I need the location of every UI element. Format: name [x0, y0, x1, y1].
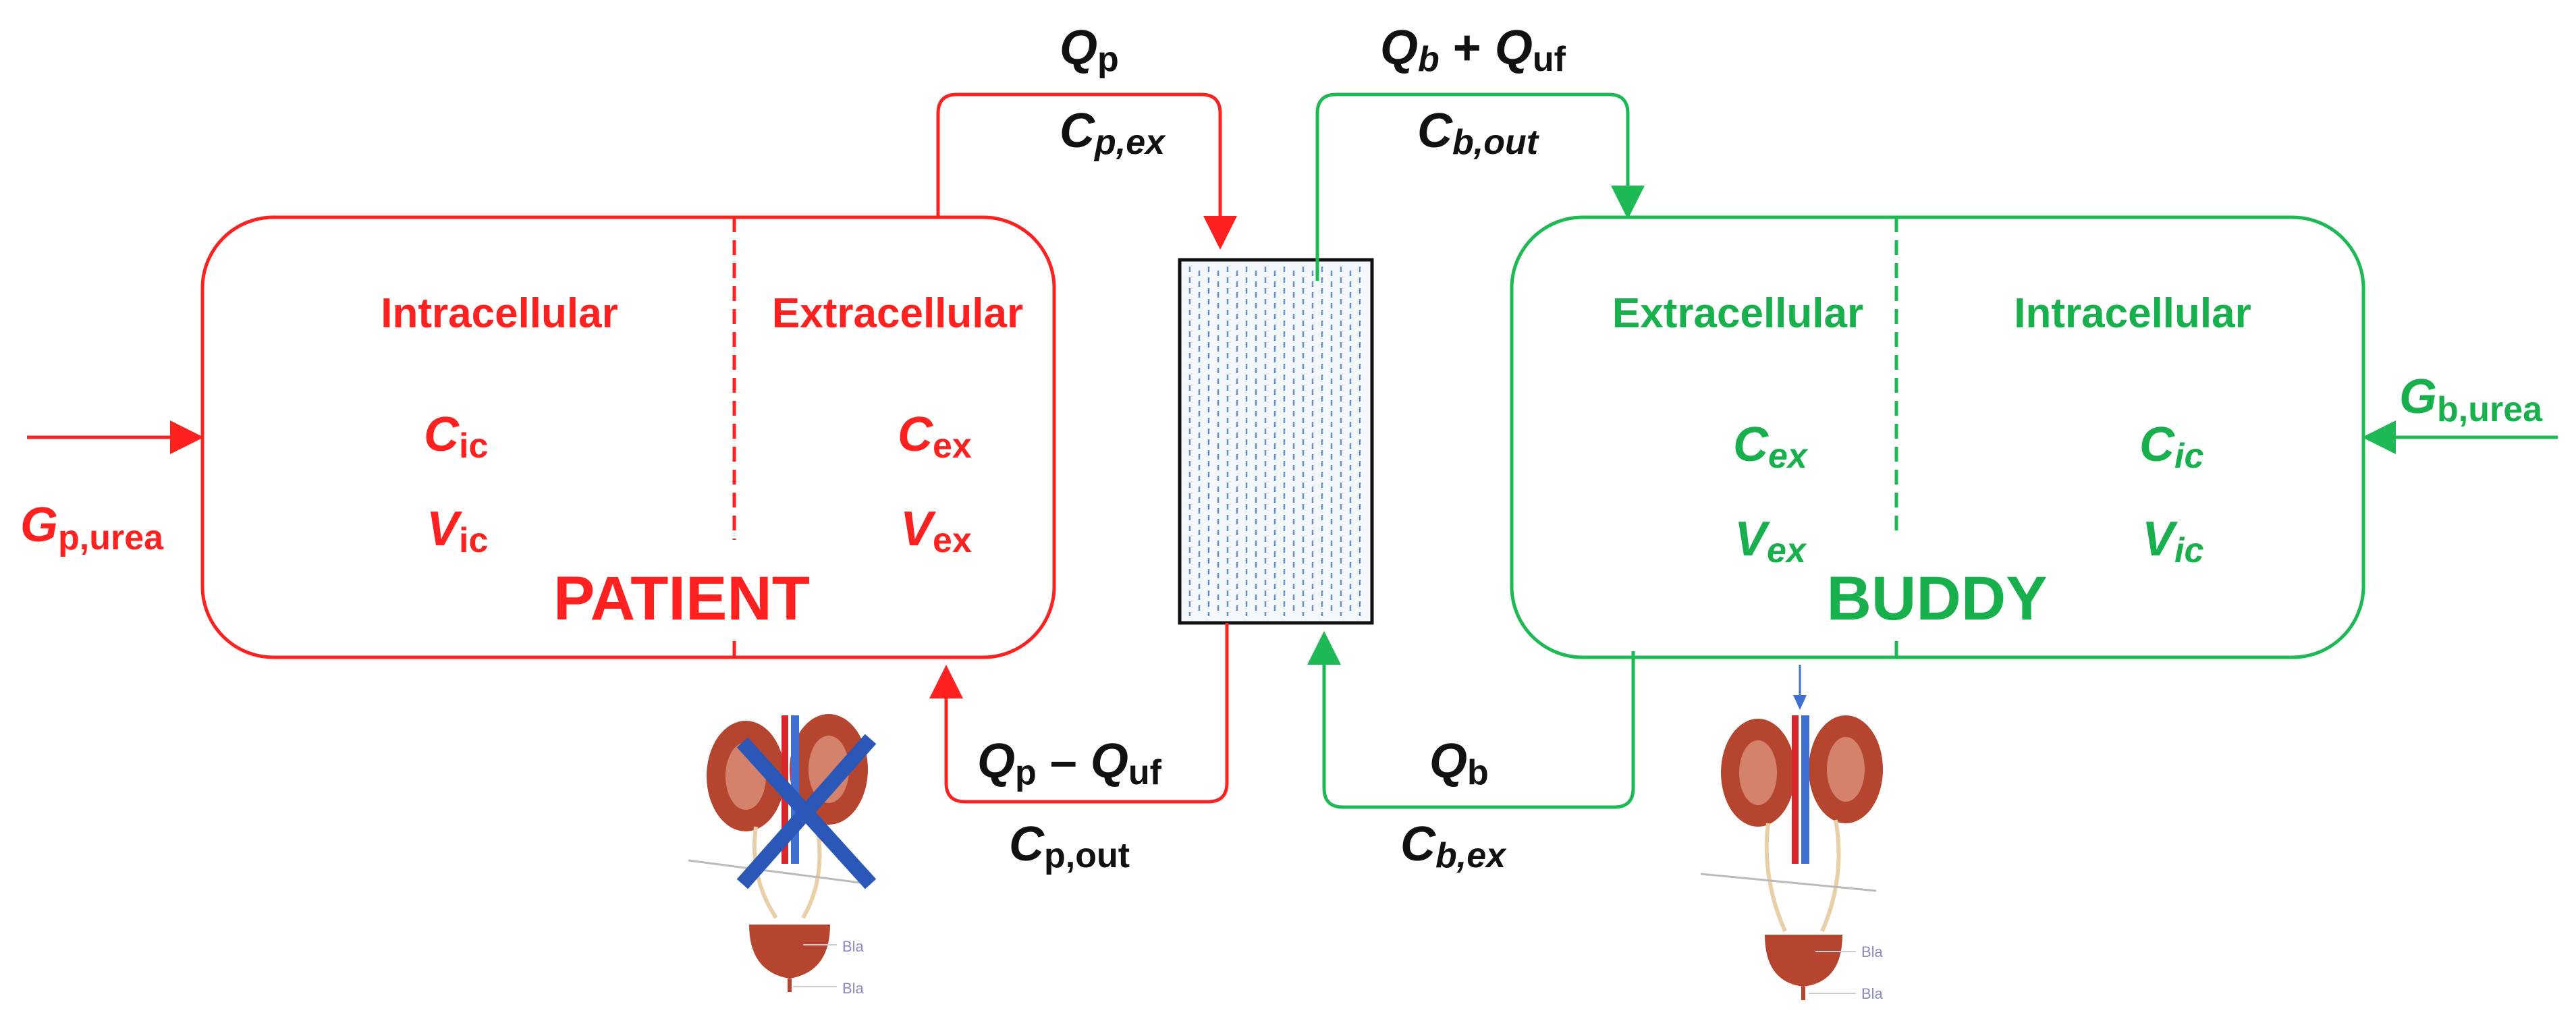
patient-c-ic: Cic	[424, 408, 488, 466]
dialyzer	[1178, 258, 1374, 625]
patient-v-ex: Vex	[900, 502, 972, 560]
flow-dialyzer-to-buddy	[1315, 92, 1645, 281]
buddy-compartment: Extracellular Intracellular Cex Vex Cic …	[1510, 215, 2365, 659]
buddy-intracellular-label: Intracellular	[2014, 290, 2251, 337]
buddy-bladder-label-lower: Bla	[1861, 985, 1884, 1002]
flow-label-qp-quf: Qp – Quf	[977, 734, 1162, 792]
patient-v-ic: Vic	[427, 502, 488, 560]
flow-label-cbex: Cb,ex	[1400, 817, 1507, 875]
patient-name: PATIENT	[553, 564, 810, 633]
patient-c-ex: Cex	[898, 408, 972, 466]
dialyzer-body	[1178, 258, 1374, 625]
buddy-c-ic: Cic	[2139, 418, 2203, 476]
kidneys-icon: Bla Bla	[1700, 665, 1884, 1002]
kidneys-crossed-icon: Bla Bla	[688, 714, 877, 997]
flow-label-qb-quf: Qb + Quf	[1380, 21, 1566, 79]
flow-label-cpex: Cp,ex	[1060, 104, 1166, 162]
buddy-generation-label: Gb,urea	[2399, 370, 2543, 429]
flow-label-cbout: Cb,out	[1417, 104, 1540, 162]
flow-dialyzer-to-patient	[929, 623, 1229, 804]
buddy-name: BUDDY	[1826, 564, 2047, 633]
buddy-v-ic: Vic	[2142, 512, 2203, 570]
patient-intracellular-label: Intracellular	[381, 290, 618, 337]
flow-buddy-to-dialyzer	[1307, 631, 1635, 809]
patient-bladder-label-upper: Bla	[842, 938, 865, 955]
flow-label-qp-top: Qp	[1060, 21, 1119, 79]
flow-patient-to-dialyzer	[936, 92, 1237, 250]
patient-compartment: Intracellular Extracellular Cic Vic Cex …	[200, 215, 1056, 659]
flow-label-cpout: Cp,out	[1009, 817, 1130, 875]
flow-label-qb-bottom: Qb	[1429, 734, 1489, 792]
buddy-c-ex: Cex	[1733, 418, 1809, 476]
patient-extracellular-label: Extracellular	[772, 290, 1023, 337]
dialyzer-fibers	[1188, 267, 1361, 616]
buddy-v-ex: Vex	[1734, 512, 1807, 570]
patient-generation-label: Gp,urea	[20, 498, 164, 557]
patient-bladder-label-lower: Bla	[842, 980, 865, 997]
buddy-extracellular-label: Extracellular	[1612, 290, 1863, 337]
buddy-bladder-label-upper: Bla	[1861, 943, 1884, 960]
